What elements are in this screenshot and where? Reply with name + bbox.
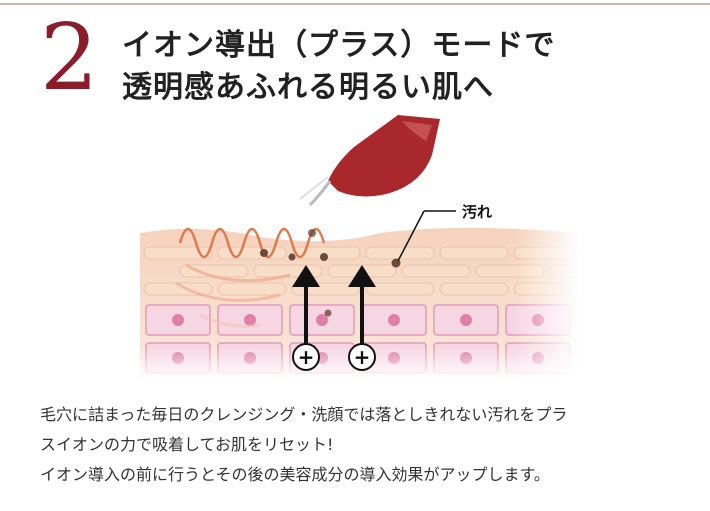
description-line-3: イオン導入の前に行うとその後の美容成分の導入効果がアップします。 — [40, 465, 550, 484]
upward-arrow-icon — [348, 265, 376, 345]
skin-diagram: 汚れ + + — [140, 115, 580, 380]
svg-text:+: + — [298, 345, 315, 369]
heading-line-1: イオン導出（プラス）モードで — [122, 28, 556, 63]
dirt-label: 汚れ — [462, 203, 492, 221]
description-line-1: 毛穴に詰まった毎日のクレンジング・洗顔では落としきれない汚れをプラ — [40, 405, 568, 424]
step-number: 2 — [40, 4, 99, 111]
plus-ion-icon: + — [292, 343, 320, 371]
facial-device-icon — [299, 115, 440, 207]
description-line-2: スイオンの力で吸着してお肌をリセット! — [40, 435, 334, 454]
upward-arrow-icon — [292, 265, 320, 345]
svg-text:+: + — [354, 345, 371, 369]
ion-wave-icon — [175, 227, 326, 328]
section-heading: イオン導出（プラス）モードで 透明感あふれる明るい肌へ — [122, 25, 555, 109]
plus-ion-icon: + — [348, 343, 376, 371]
description-text: 毛穴に詰まった毎日のクレンジング・洗顔では落としきれない汚れをプラ スイオンの力… — [40, 400, 680, 490]
dirt-leader-line — [397, 210, 425, 262]
top-divider — [0, 3, 710, 5]
dirt-particles — [260, 229, 401, 317]
heading-line-2: 透明感あふれる明るい肌へ — [122, 70, 494, 105]
